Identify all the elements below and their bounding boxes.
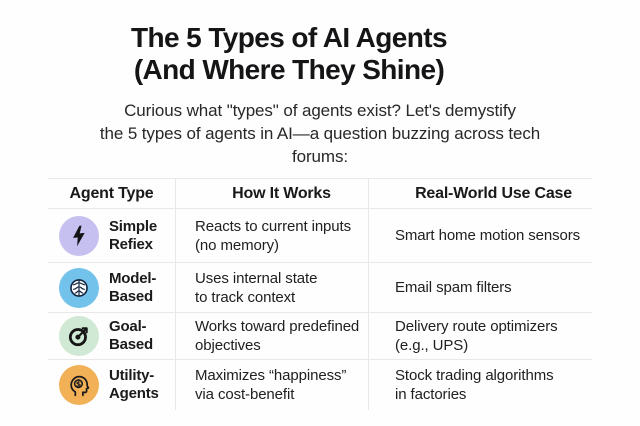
- how-it-works-cell: Maximizes “happiness” via cost-benefit: [175, 360, 368, 410]
- table-row-model-based-type: Model- Based: [48, 263, 175, 313]
- title-line-1: The 5 Types of AI Agents: [131, 22, 448, 53]
- svg-text:$: $: [76, 379, 81, 388]
- use-case-cell: Delivery route optimizers (e.g., UPS): [368, 313, 592, 360]
- brain-icon: [59, 267, 99, 308]
- page-title: The 5 Types of AI Agents (And Where They…: [0, 22, 578, 86]
- how-it-works-cell: Uses internal state to track context: [175, 263, 368, 313]
- how-it-works-cell: Reacts to current inputs (no memory): [175, 209, 368, 263]
- how-it-works-cell: Works toward predefined objectives: [175, 313, 368, 360]
- agent-type-label: Utility- Agents: [109, 367, 159, 402]
- agent-type-label: Model- Based: [109, 269, 157, 305]
- goal-target-icon: [59, 316, 99, 356]
- column-header-use-case: Real-World Use Case: [368, 179, 592, 209]
- agents-table: Agent Type How It Works Real-World Use C…: [48, 178, 592, 410]
- agent-type-label: Simple Refiex: [109, 217, 157, 253]
- zap-icon: [59, 215, 99, 256]
- use-case-cell: Smart home motion sensors: [368, 209, 592, 263]
- column-header-agent-type: Agent Type: [48, 179, 175, 209]
- table-row-goal-based-type: Goal- Based: [48, 313, 175, 360]
- use-case-cell: Stock trading algorithms in factories: [368, 360, 592, 410]
- column-header-how-it-works: How It Works: [175, 179, 368, 209]
- head-dollar-icon: $: [59, 365, 99, 405]
- title-line-2: (And Where They Shine): [133, 54, 445, 85]
- table-row-utility-agents-type: $ Utility- Agents: [48, 360, 175, 410]
- table-row-simple-reflex-type: Simple Refiex: [48, 209, 175, 263]
- intro-text: Curious what "types" of agents exist? Le…: [99, 101, 541, 166]
- use-case-cell: Email spam filters: [368, 263, 592, 313]
- agent-type-label: Goal- Based: [109, 318, 154, 353]
